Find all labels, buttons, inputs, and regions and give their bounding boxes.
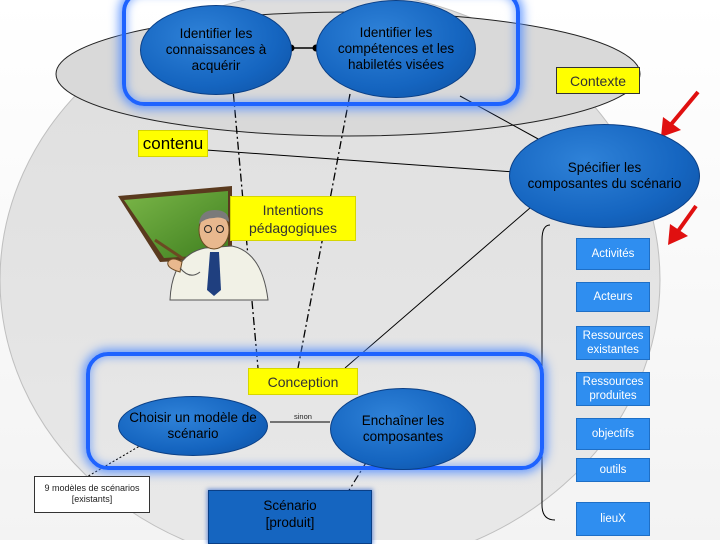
scenario-produit-text: Scénario [produit]	[263, 498, 317, 530]
component-objectifs-label: objectifs	[591, 428, 635, 440]
dashed-line-scenario	[347, 447, 376, 493]
line-specifier-contenu	[205, 149, 516, 173]
intentions-pedagogiques-text: Intentions pédagogiques	[249, 201, 337, 236]
component-ressources-existantes: Ressources existantes	[576, 326, 650, 360]
contexte-box: Contexte	[556, 67, 640, 94]
identifier-connaissances-text: Identifier les connaissances à acquérir	[165, 26, 267, 73]
contenu-box: contenu	[138, 130, 208, 157]
component-outils: outils	[576, 458, 650, 482]
choisir-modele-node: Choisir un modèle de scénario	[118, 396, 268, 456]
modeles-existants-text: 9 modèles de scénarios [existants]	[44, 483, 140, 504]
conception-text: Conception	[267, 373, 339, 390]
component-acteurs-label: Acteurs	[593, 291, 633, 303]
component-activites-label: Activités	[591, 248, 635, 260]
component-acteurs: Acteurs	[576, 282, 650, 312]
component-lieux: lieuX	[576, 502, 650, 536]
top-glow-frame	[122, 0, 520, 106]
scenario-produit-box: Scénario [produit]	[208, 490, 372, 544]
choisir-modele-text: Choisir un modèle de scénario	[129, 410, 257, 441]
identifier-connaissances-node: Identifier les connaissances à acquérir	[140, 5, 292, 95]
component-ressources-produites: Ressources produites	[576, 372, 650, 406]
component-objectifs: objectifs	[576, 418, 650, 450]
enchainer-composantes-node: Enchaîner les composantes	[330, 388, 476, 470]
conception-glow-frame	[86, 352, 544, 470]
identifier-competences-text: Identifier les compétences et les habile…	[337, 25, 455, 72]
component-activites: Activités	[576, 238, 650, 270]
component-ressources-existantes-label: Ressources existantes	[582, 330, 644, 356]
contexte-text: Contexte	[569, 72, 627, 89]
modeles-existants-box: 9 modèles de scénarios [existants]	[34, 476, 150, 513]
teacher-pointing-clipart	[118, 186, 269, 301]
specifier-composantes-node: Spécifier les composantes du scénario	[509, 124, 700, 228]
red-arrow-icon	[668, 204, 698, 245]
link-label: sinon	[294, 412, 312, 421]
identifier-competences-node: Identifier les compétences et les habile…	[316, 0, 476, 98]
line-specifier-conception	[344, 194, 546, 369]
intentions-pedagogiques-box: Intentions pédagogiques	[230, 196, 356, 241]
contenu-text: contenu	[142, 133, 204, 153]
specifier-composantes-text: Spécifier les composantes du scénario	[527, 160, 682, 191]
component-outils-label: outils	[599, 464, 627, 476]
enchainer-composantes-text: Enchaîner les composantes	[361, 413, 445, 444]
red-arrow-icon	[661, 90, 700, 137]
component-lieux-label: lieuX	[600, 513, 626, 525]
component-ressources-produites-label: Ressources produites	[582, 376, 644, 402]
dotted-line-modeles	[84, 439, 151, 479]
conception-box: Conception	[248, 368, 358, 395]
